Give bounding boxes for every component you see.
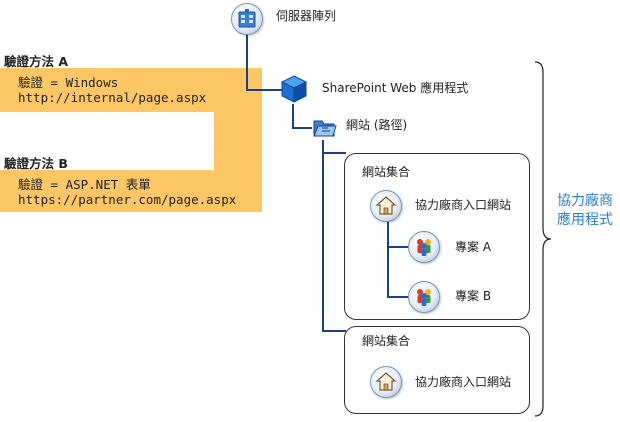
auth-a-line1: 驗證 = Windows [18,75,119,90]
auth-a-title: 驗證方法 A [4,54,69,69]
connector-root-to-subsites [387,214,389,298]
auth-b-url: https://partner.com/page.aspx [18,192,237,207]
connector-zone-trunk [322,140,324,332]
connector-subsite-b [387,296,409,298]
connector-zone-to-collection1 [322,152,346,154]
connector-farm-to-app-h [246,89,282,91]
brace-label: 協力廠商 應用程式 [557,192,613,230]
people-icon [408,231,440,263]
connector-farm-to-app [246,34,248,91]
auth-b-title: 驗證方法 B [4,156,68,171]
auth-a-url: http://internal/page.aspx [18,90,207,105]
connector-subsite-a [387,246,409,248]
server-farm-label: 伺服器陣列 [276,9,337,23]
auth-band-b-bar [0,170,262,212]
connector-app-to-zone-h [292,127,312,129]
home-icon [370,190,402,222]
collection-1-root-site-label: 協力廠商入口網站 [415,198,512,212]
brace-label-line2: 應用程式 [557,212,613,228]
connector-app-to-zone [292,104,294,129]
cube-icon [280,74,308,104]
people-icon [408,281,440,313]
subsite-b-label: 專案 B [455,289,492,303]
web-app-label: SharePoint Web 應用程式 [322,81,469,95]
auth-band-connector [214,112,262,170]
server-farm-icon [231,3,263,35]
folder-icon [312,115,338,139]
home-icon [370,366,402,398]
connector-zone-to-collection2 [322,330,346,332]
bracket-icon [533,60,555,418]
zone-label: 網站 (路徑) [346,118,408,132]
auth-b-line1: 驗證 = ASP.NET 表單 [18,177,151,192]
auth-band-a-bar [0,68,262,112]
subsite-a-label: 專案 A [455,240,492,254]
brace-label-line1: 協力廠商 [557,193,613,209]
site-collection-1-title: 網站集合 [362,165,411,179]
site-collection-2-title: 網站集合 [362,334,411,348]
collection-2-root-site-label: 協力廠商入口網站 [415,375,512,389]
